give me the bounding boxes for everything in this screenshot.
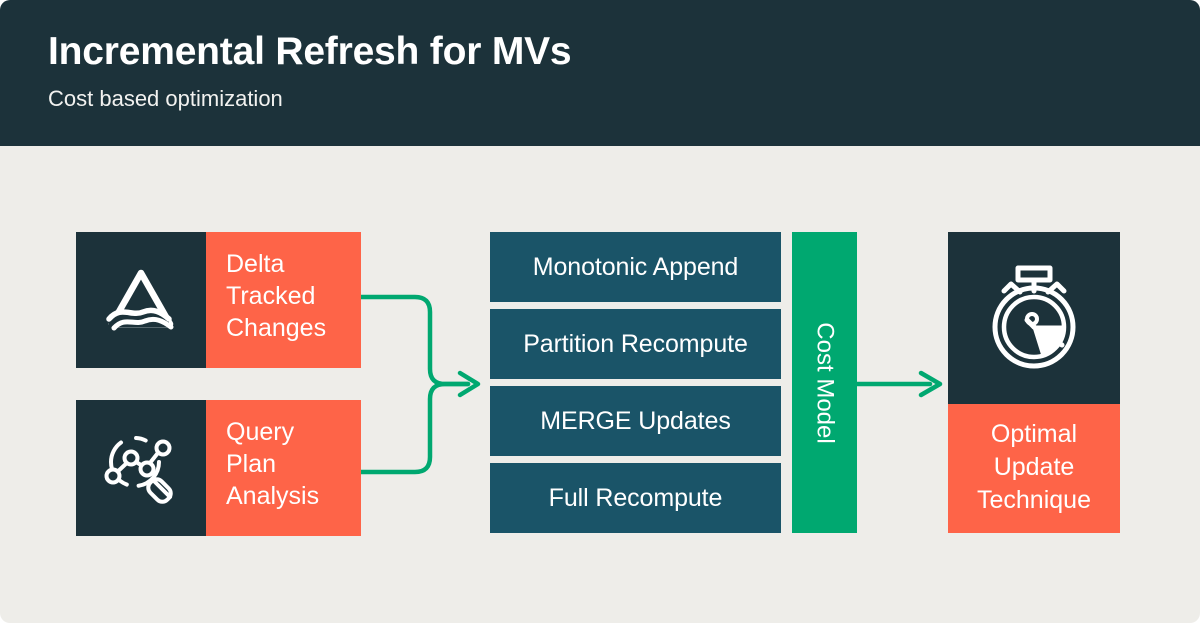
page-subtitle: Cost based optimization: [48, 85, 283, 111]
source-label-line: Analysis: [226, 482, 320, 510]
result-label-line: Update: [993, 453, 1075, 481]
header-banner: Incremental Refresh for MVs Cost based o…: [0, 0, 1200, 146]
stopwatch-icon-panel: [948, 232, 1120, 404]
arrowhead-to-result: [918, 370, 943, 398]
source-card-delta-tracked-changes[interactable]: Delta Tracked Changes: [76, 232, 361, 368]
source-label-line: Query: [226, 418, 295, 446]
query-plan-magnifier-icon: [104, 436, 173, 504]
page-title: Incremental Refresh for MVs: [48, 30, 572, 73]
diagram-canvas: Delta Tracked Changes: [0, 146, 1200, 623]
result-card-optimal-update-technique[interactable]: Optimal Update Technique: [948, 232, 1120, 533]
stopwatch-icon: [992, 265, 1076, 369]
option-label: Partition Recompute: [523, 329, 748, 358]
option-label: Monotonic Append: [532, 252, 739, 281]
cost-model-label: Cost Model: [811, 321, 839, 444]
query-plan-icon-panel: [76, 400, 206, 536]
connector-delta-to-options: [358, 294, 471, 387]
result-label-line: Optimal: [990, 420, 1078, 448]
source-label-line: Plan: [226, 450, 277, 478]
option-merge-updates[interactable]: MERGE Updates: [490, 386, 781, 456]
option-full-recompute[interactable]: Full Recompute: [490, 463, 781, 533]
delta-triangle-icon: [106, 269, 174, 331]
source-label-delta: Delta Tracked Changes: [206, 232, 361, 368]
result-label-line: Technique: [977, 486, 1091, 514]
source-label-line: Tracked: [226, 282, 316, 310]
result-label: Optimal Update Technique: [948, 404, 1120, 533]
option-label: Full Recompute: [548, 483, 723, 512]
option-label: MERGE Updates: [540, 406, 731, 435]
source-label-query: Query Plan Analysis: [206, 400, 361, 536]
source-label-line: Changes: [226, 314, 327, 342]
delta-triangle-icon-panel: [76, 232, 206, 368]
source-card-query-plan-analysis[interactable]: Query Plan Analysis: [76, 400, 361, 536]
connector-query-to-options: [358, 381, 471, 475]
cost-model-bar[interactable]: Cost Model: [792, 232, 857, 533]
option-monotonic-append[interactable]: Monotonic Append: [490, 232, 781, 302]
option-partition-recompute[interactable]: Partition Recompute: [490, 309, 781, 379]
arrowhead-to-options: [457, 370, 481, 398]
source-label-line: Delta: [226, 250, 285, 278]
